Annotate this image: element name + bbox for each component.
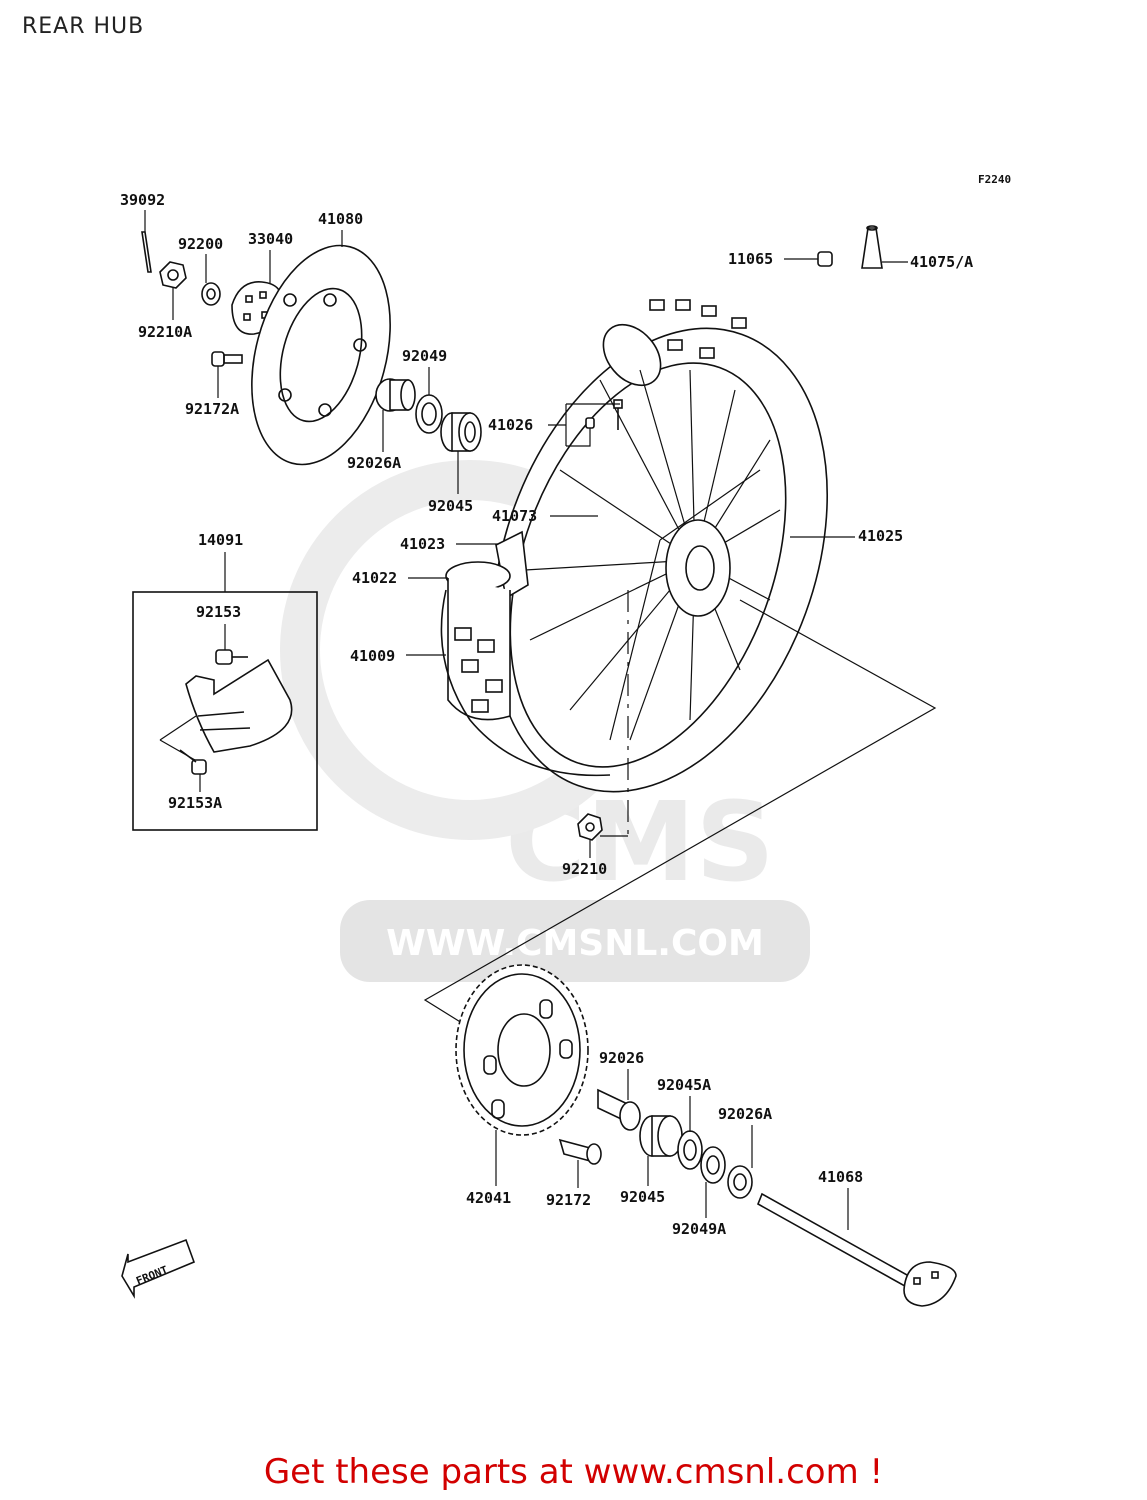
front-arrow-icon: FRONT xyxy=(121,1238,196,1299)
oil-seal-92049 xyxy=(415,394,443,434)
label-92172A[interactable]: 92172A xyxy=(185,400,239,418)
kit-box-14091 xyxy=(132,591,318,831)
oil-seal-92049A xyxy=(700,1146,726,1184)
collar-92026 xyxy=(597,1088,641,1131)
bolt-92153A xyxy=(179,749,207,775)
label-42041[interactable]: 42041 xyxy=(466,1189,511,1207)
label-92049A[interactable]: 92049A xyxy=(672,1220,726,1238)
label-41022[interactable]: 41022 xyxy=(352,569,397,587)
label-33040[interactable]: 33040 xyxy=(248,230,293,248)
label-92172[interactable]: 92172 xyxy=(546,1191,591,1209)
label-41068[interactable]: 41068 xyxy=(818,1168,863,1186)
label-41026[interactable]: 41026 xyxy=(488,416,533,434)
label-92045-bottom[interactable]: 92045 xyxy=(620,1188,665,1206)
label-41009[interactable]: 41009 xyxy=(350,647,395,665)
label-92045-top[interactable]: 92045 xyxy=(428,497,473,515)
axle-nut-92210 xyxy=(577,813,603,841)
label-92210[interactable]: 92210 xyxy=(562,860,607,878)
rim-41009 xyxy=(440,589,611,777)
hub-41073 xyxy=(665,519,731,617)
bearing-92045-top xyxy=(440,412,482,452)
collar-92026A-top xyxy=(375,378,416,412)
label-11065[interactable]: 11065 xyxy=(728,250,773,268)
figure-code: F2240 xyxy=(978,173,1011,186)
bearing-92045-bottom xyxy=(639,1115,683,1157)
bearing-92045A xyxy=(677,1130,703,1170)
brake-disc-41080 xyxy=(251,244,391,466)
washer-92200 xyxy=(201,282,221,306)
label-92210A[interactable]: 92210A xyxy=(138,323,192,341)
label-92045A[interactable]: 92045A xyxy=(657,1076,711,1094)
bolt-92172 xyxy=(558,1138,602,1165)
collar-92026A-bottom xyxy=(727,1165,753,1199)
label-41023[interactable]: 41023 xyxy=(400,535,445,553)
label-92026A-top[interactable]: 92026A xyxy=(347,454,401,472)
label-92026A-bottom[interactable]: 92026A xyxy=(718,1105,772,1123)
label-41073[interactable]: 41073 xyxy=(492,507,537,525)
rear-sprocket-42041 xyxy=(455,964,589,1136)
cotter-pin-39092 xyxy=(141,231,152,273)
nut-92210A xyxy=(159,261,187,289)
bolt-92172A xyxy=(211,351,243,367)
label-41080[interactable]: 41080 xyxy=(318,210,363,228)
label-14091[interactable]: 14091 xyxy=(198,531,243,549)
chain-guide xyxy=(185,658,293,753)
bolt-92153 xyxy=(215,649,248,665)
label-41075A[interactable]: 41075/A xyxy=(910,253,973,271)
label-92026[interactable]: 92026 xyxy=(599,1049,644,1067)
label-39092[interactable]: 39092 xyxy=(120,191,165,209)
axle-41068 xyxy=(756,1192,957,1307)
rim-protector-41022-41023 xyxy=(445,530,529,721)
label-92200[interactable]: 92200 xyxy=(178,235,223,253)
watermark-url: WWW.CMSNL.COM xyxy=(386,923,764,964)
exploded-parts-diagram: WWW.CMSNL.COM CMS F2240 39092 92210A 922… xyxy=(120,173,1011,1307)
rim-lock-41075A xyxy=(861,225,883,269)
page-title: REAR HUB xyxy=(22,14,145,39)
label-92153[interactable]: 92153 xyxy=(196,603,241,621)
label-92153A[interactable]: 92153A xyxy=(168,794,222,812)
rear-tire-41025 xyxy=(492,299,828,793)
label-92049[interactable]: 92049 xyxy=(402,347,447,365)
label-41025[interactable]: 41025 xyxy=(858,527,903,545)
get-parts-link[interactable]: Get these parts at www.cmsnl.com ! xyxy=(263,1452,884,1492)
valve-cap-11065 xyxy=(817,251,833,267)
